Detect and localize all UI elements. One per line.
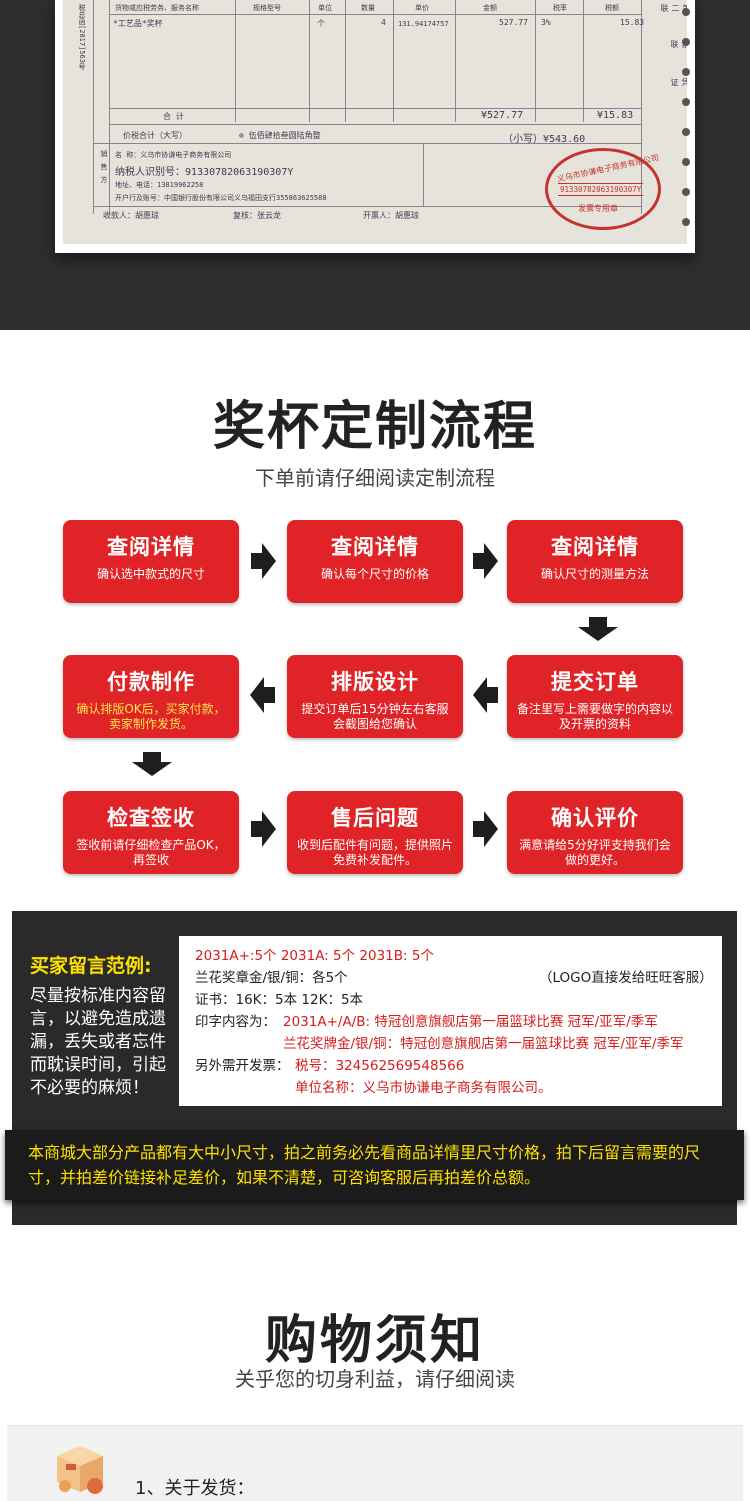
sample-heading: 买家留言范例:: [30, 955, 152, 977]
arrow-right-icon: [473, 543, 498, 579]
sample-line-6: 税号：324562569548566: [295, 1058, 465, 1074]
sample-line-7: 单位名称：义乌市协谦电子商务有限公司。: [295, 1080, 552, 1096]
invoice-photo-frame: 货物或应税劳务、服务名称 规格型号 单位 数量 单价 金额 税率 税额 *工艺品…: [55, 0, 695, 253]
process-arrows: [132, 543, 618, 847]
sample-line-6-label: 另外需开发票：: [195, 1058, 290, 1074]
step-desc: 确认每个尺寸的价格: [320, 567, 429, 581]
sample-message-box: 2031A+:5个 2031A: 5个 2031B: 5个 兰花奖章金/银/铜：…: [179, 936, 722, 1106]
sample-line-4-label: 印字内容为：: [195, 1014, 276, 1030]
step-title: 查阅详情: [107, 535, 195, 559]
invoice-seller-name: 名 称：义乌市协谦电子商务有限公司: [115, 151, 232, 159]
invoice-seller-label: 销售方: [100, 150, 108, 189]
sample-note: 尽量按标准内容留言，以避免造成遗漏，丢失或者忘件而耽误时间，引起不必要的麻烦！: [30, 986, 166, 1098]
sample-line-3: 证书：16K：5本 12K：5本: [195, 992, 364, 1008]
invoice-seller-addr: 地址、电话：13819962258: [115, 181, 204, 189]
step-title: 提交订单: [551, 670, 639, 694]
arrow-left-icon: [250, 677, 275, 713]
step-desc: 提交订单后15分钟左右客服会截图给您确认: [301, 702, 449, 731]
step-title: 查阅详情: [551, 535, 639, 559]
invoice-sum-tax: ¥15.83: [597, 110, 634, 121]
invoice-item-qty: 4: [381, 18, 386, 27]
step-title: 确认评价: [551, 806, 639, 830]
notes-title: 购物须知: [264, 1311, 485, 1371]
step-confirm-review: 确认评价 满意请给5分好评支持我们会做的更好。: [507, 791, 683, 874]
invoice-item-unit: 个: [317, 19, 325, 28]
invoice-sum-amount: ¥527.77: [481, 110, 524, 121]
invoice-payee: 收款人：胡惠琼: [103, 211, 159, 220]
invoice-col-rate: 税率: [553, 4, 567, 12]
invoice-item-tax: 15.83: [620, 18, 645, 27]
step-desc: 签收前请仔细检查产品OK，再签收: [76, 838, 226, 867]
shipping-box-icon: [57, 1446, 103, 1494]
invoice-col-name: 货物或应税劳务、服务名称: [115, 4, 199, 12]
step-title: 查阅详情: [331, 535, 419, 559]
step-desc: 确认排版OK后，买家付款，卖家制作发货。: [76, 702, 226, 731]
sample-message-section: 买家留言范例: 尽量按标准内容留言，以避免造成遗漏，丢失或者忘件而耽误时间，引起…: [12, 911, 737, 1225]
notes-subtitle: 关乎您的切身利益，请仔细阅读: [235, 1367, 515, 1391]
size-notice-banner: 本商城大部分产品都有大中小尺寸，拍之前务必先看商品详情里尺寸价格，拍下后留言需要…: [5, 1130, 744, 1200]
sample-line-1: 2031A+:5个 2031A: 5个 2031B: 5个: [195, 948, 434, 964]
invoice-col-spec: 规格型号: [253, 4, 281, 12]
step-title: 付款制作: [107, 670, 195, 694]
invoice-stamp: 义乌市协谦电子商务有限公司 91330782063190307Y 发票专用章: [545, 148, 661, 230]
size-notice-text: 本商城大部分产品都有大中小尺寸，拍之前务必先看商品详情里尺寸价格，拍下后留言需要…: [28, 1143, 701, 1187]
arrow-left-icon: [473, 677, 498, 713]
invoice-seller-tax: 纳税人识别号：91330782063190307Y: [115, 167, 294, 178]
sample-line-5: 兰花奖牌金/银/铜：特冠创意旗舰店第一届篮球比赛 冠军/亚军/季军: [283, 1036, 684, 1052]
step-view-style-size: 查阅详情 确认选中款式的尺寸: [63, 520, 239, 603]
invoice-col-unit: 单位: [318, 4, 332, 12]
step-desc: 确认选中款式的尺寸: [96, 567, 205, 581]
step-layout-design: 排版设计 提交订单后15分钟左右客服会截图给您确认: [287, 655, 463, 738]
invoice-col-tax: 税额: [605, 4, 619, 12]
step-desc: 确认尺寸的测量方法: [540, 567, 649, 581]
arrow-right-icon: [251, 811, 276, 847]
invoice-seller-bank: 开户行及账号：中国银行股份有限公司义乌福田支行355863625588: [115, 194, 327, 202]
invoice-section: 货物或应税劳务、服务名称 规格型号 单位 数量 单价 金额 税率 税额 *工艺品…: [0, 0, 750, 330]
step-inspect-sign: 检查签收 签收前请仔细检查产品OK，再签收: [63, 791, 239, 874]
sample-line-2: 兰花奖章金/银/铜：各5个: [195, 970, 348, 986]
step-view-size-price: 查阅详情 确认每个尺寸的价格: [287, 520, 463, 603]
step-payment-production: 付款制作 确认排版OK后，买家付款，卖家制作发货。: [63, 655, 239, 738]
arrow-right-icon: [251, 543, 276, 579]
step-submit-order: 提交订单 备注里写上需要做字的内容以及开票的资料: [507, 655, 683, 738]
invoice-total-label: 价税合计（大写）: [123, 131, 187, 140]
arrow-down-icon: [132, 752, 172, 776]
arrow-down-icon: [578, 617, 618, 641]
invoice-total-words: ⊗ 伍佰肆拾叁圆陆角整: [239, 131, 321, 140]
invoice-side-left: 税总函[2017]563号: [78, 4, 86, 70]
step-after-sales: 售后问题 收到后配件有问题，提供照片免费补发配件。: [287, 791, 463, 874]
process-subtitle: 下单前请仔细阅读定制流程: [255, 466, 495, 490]
sample-line-2-right: （LOGO直接发给旺旺客服）: [539, 970, 713, 986]
invoice-item-rate: 3%: [541, 18, 551, 27]
sample-line-4: 2031A+/A/B: 特冠创意旗舰店第一届篮球比赛 冠军/亚军/季军: [283, 1014, 658, 1030]
arrow-right-icon: [473, 811, 498, 847]
tractor-feed-holes: [682, 0, 692, 250]
invoice-col-amount: 金额: [483, 4, 497, 12]
step-title: 检查签收: [107, 806, 195, 830]
process-title: 奖杯定制流程: [212, 397, 537, 457]
invoice-reviewer: 复核：张云龙: [233, 211, 281, 220]
step-desc: 收到后配件有问题，提供照片免费补发配件。: [297, 838, 454, 867]
invoice-col-qty: 数量: [361, 4, 375, 12]
step-view-measure: 查阅详情 确认尺寸的测量方法: [507, 520, 683, 603]
notes-item-shipping: 1、关于发货：: [135, 1478, 255, 1499]
invoice-item-name: *工艺品*奖杯: [113, 19, 163, 28]
invoice-item-amount: 527.77: [499, 18, 528, 27]
invoice-sum-label: 合 计: [163, 112, 184, 121]
step-title: 排版设计: [331, 670, 419, 694]
step-desc: 满意请给5分好评支持我们会做的更好。: [519, 838, 671, 867]
invoice-col-price: 单价: [415, 4, 429, 12]
invoice-item-price: 131.94174757: [398, 20, 449, 28]
invoice-drawer: 开票人：胡惠琼: [363, 211, 419, 220]
step-desc: 备注里写上需要做字的内容以及开票的资料: [517, 702, 674, 731]
invoice-photo: 货物或应税劳务、服务名称 规格型号 单位 数量 单价 金额 税率 税额 *工艺品…: [63, 0, 687, 244]
step-title: 售后问题: [331, 806, 419, 830]
invoice-total-small: （小写）¥543.60: [503, 134, 586, 145]
notes-panel: 1、关于发货：: [7, 1425, 743, 1501]
